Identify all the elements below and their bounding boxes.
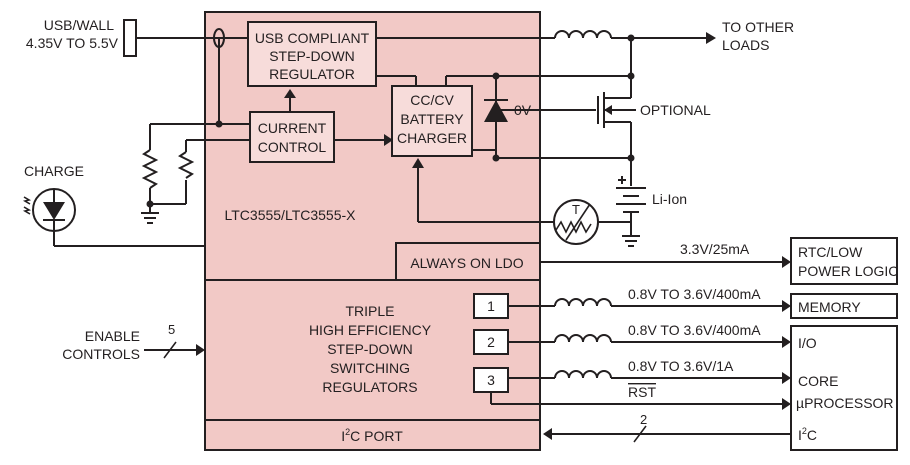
regulator-2-box [473, 329, 509, 355]
resistor-2-symbol [177, 151, 195, 179]
memory-label: MEMORY [798, 299, 861, 315]
usb-range-label: 4.35V TO 5.5V [26, 35, 119, 51]
usb-regulator-block [247, 21, 377, 87]
usb-regulator-line1: USB COMPLIANT [255, 30, 370, 46]
regulator-1-label: 1 [487, 298, 495, 314]
li-ion-label: Li-Ion [652, 191, 687, 207]
charger-line3: CHARGER [397, 130, 467, 146]
regulator-3-box [473, 367, 509, 393]
enable-controls-line1: ENABLE [85, 328, 140, 344]
regulator-1-box [473, 293, 509, 319]
regulator-2-label: 2 [487, 334, 495, 350]
enable-controls-line2: CONTROLS [62, 346, 140, 362]
ground-symbol-left [141, 212, 159, 224]
li-ion-battery-symbol [616, 176, 646, 213]
output-2-label: 0.8V TO 3.6V/400mA [628, 322, 761, 338]
inductor-2 [554, 334, 612, 343]
led-light-rays [22, 196, 32, 215]
optional-label: OPTIONAL [640, 102, 711, 118]
microprocessor-label: µPROCESSOR [796, 395, 894, 411]
i2c-port-label: I2C PORT [341, 427, 403, 444]
usb-regulator-line2: STEP-DOWN [269, 48, 355, 64]
triple-regulator-line3: STEP-DOWN [327, 341, 413, 357]
triple-regulator-line4: SWITCHING [330, 360, 410, 376]
thermistor-symbol: T [553, 199, 599, 245]
to-other-loads-line2: LOADS [722, 37, 769, 53]
charger-line1: CC/CV [410, 92, 454, 108]
current-control-block [249, 111, 335, 163]
charge-label: CHARGE [24, 163, 84, 179]
resistor-1-symbol [141, 149, 159, 189]
inductor-1 [554, 298, 612, 307]
rst-label: RST [628, 384, 656, 400]
output-1-label: 0.8V TO 3.6V/400mA [628, 286, 761, 302]
io-label: I/O [798, 335, 817, 351]
rtc-low-power-logic-block [790, 237, 898, 285]
charge-led-symbol [32, 188, 76, 246]
ground-symbol-battery [622, 235, 640, 247]
microprocessor-block [790, 325, 898, 451]
ldo-output-label: 3.3V/25mA [680, 241, 750, 257]
triple-regulator-line2: HIGH EFFICIENCY [309, 322, 432, 338]
memory-block [790, 293, 898, 319]
usb-regulator-line3: REGULATOR [269, 66, 355, 82]
current-control-line1: CURRENT [258, 120, 327, 136]
current-control-line2: CONTROL [258, 139, 327, 155]
triple-regulator-line1: TRIPLE [345, 303, 394, 319]
triple-regulator-line5: REGULATORS [322, 379, 417, 395]
inductor-main [554, 30, 612, 39]
optional-mosfet-symbol [597, 76, 632, 158]
output-3-label: 0.8V TO 3.6V/1A [628, 358, 734, 374]
zero-volt-label: 0V [514, 102, 532, 118]
rtc-line1: RTC/LOW [798, 244, 863, 260]
i2c-bus-width-label: 2 [640, 412, 647, 427]
rtc-line2: POWER LOGIC [798, 263, 898, 279]
inductor-3 [554, 370, 612, 379]
battery-charger-block [391, 85, 473, 157]
usb-connector-symbol [123, 19, 137, 57]
regulator-3-label: 3 [487, 372, 495, 388]
enable-bus-width-label: 5 [168, 322, 175, 337]
core-label: CORE [798, 373, 838, 389]
part-number-label: LTC3555/LTC3555-X [225, 207, 357, 223]
usb-wall-label: USB/WALL [44, 17, 114, 33]
to-other-loads-line1: TO OTHER [722, 19, 794, 35]
thermistor-label: T [572, 202, 580, 217]
i2c-port-section [204, 419, 541, 451]
i2c-label: I2C [798, 426, 817, 443]
always-on-ldo-block [395, 242, 541, 281]
ldo-label: ALWAYS ON LDO [410, 255, 523, 271]
charger-line2: BATTERY [400, 111, 464, 127]
